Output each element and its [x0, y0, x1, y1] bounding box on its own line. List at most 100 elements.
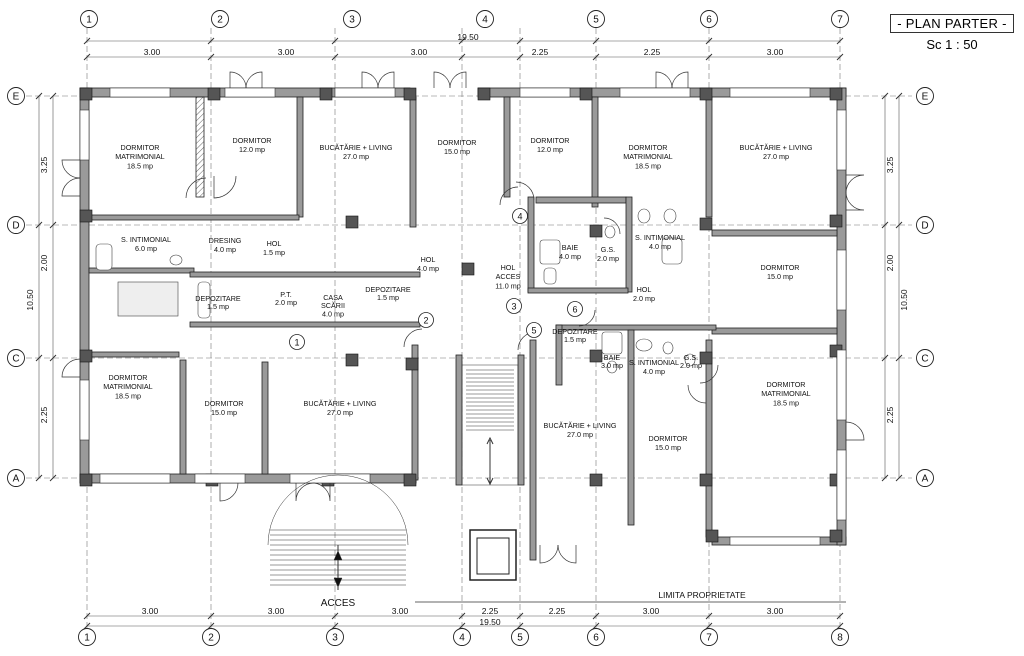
room-area: 4.0 mp	[214, 245, 236, 254]
room-area: 4.0 mp	[322, 309, 344, 318]
svg-text:D: D	[12, 221, 19, 232]
svg-text:8: 8	[837, 633, 843, 644]
room-name: P.T.	[280, 290, 291, 299]
axis-bubble-left: A	[7, 469, 25, 487]
room-area: 15.0 mp	[211, 408, 237, 417]
axis-bubble-right: C	[916, 349, 934, 367]
top-dimension: 2.25	[532, 47, 549, 57]
room-area: 27.0 mp	[567, 430, 593, 439]
room-name: DORMITOR	[205, 399, 244, 408]
room-name: SCĂRII	[321, 301, 345, 310]
axis-bubble-bottom: 8	[831, 628, 849, 646]
svg-text:5: 5	[593, 15, 599, 26]
axis-bubble-bottom: 4	[453, 628, 471, 646]
title-block: - PLAN PARTER - Sc 1 : 50	[890, 14, 1014, 58]
room-name: DORMITOR	[531, 136, 570, 145]
room-name: DORMITOR	[767, 380, 806, 389]
room-name: ACCES	[496, 272, 521, 281]
svg-text:2: 2	[423, 315, 428, 325]
room-area: 2.0 mp	[680, 361, 702, 370]
side-dimension-right: 3.25	[885, 156, 895, 173]
apartment-marker: 1	[289, 334, 305, 350]
room-area: 12.0 mp	[537, 145, 563, 154]
top-dimension: 3.00	[278, 47, 295, 57]
svg-text:A: A	[922, 474, 929, 485]
apartment-marker: 3	[506, 298, 522, 314]
svg-text:4: 4	[482, 15, 488, 26]
svg-text:C: C	[12, 354, 19, 365]
room-name: DRESING	[209, 236, 242, 245]
axis-bubble-top: 6	[700, 10, 718, 28]
axis-bubble-bottom: 7	[700, 628, 718, 646]
room-area: 4.0 mp	[649, 242, 671, 251]
axis-bubble-top: 7	[831, 10, 849, 28]
room-area: 18.5 mp	[635, 161, 661, 170]
room-area: 18.5 mp	[127, 161, 153, 170]
room-name: DEPOZITARE	[552, 327, 598, 336]
room-label: G.S.2.0 mp	[597, 245, 619, 263]
access-label: ACCES	[321, 598, 356, 609]
room-label: P.T.2.0 mp	[275, 290, 297, 307]
svg-text:C: C	[921, 354, 928, 365]
room-name: DORMITOR	[629, 143, 668, 152]
side-total-right: 10.50	[899, 289, 909, 311]
room-name: BUCĂTĂRIE + LIVING	[544, 421, 617, 430]
axis-bubble-right: E	[916, 87, 934, 105]
axis-bubble-top: 5	[587, 10, 605, 28]
room-area: 4.0 mp	[559, 252, 581, 261]
room-name: G.S.	[684, 353, 698, 362]
axis-bubble-top: 3	[343, 10, 361, 28]
room-name: DORMITOR	[121, 143, 160, 152]
svg-text:2: 2	[217, 15, 223, 26]
plan-title: - PLAN PARTER -	[890, 14, 1014, 33]
room-name: BAIE	[604, 353, 621, 362]
apartment-marker: 5	[526, 322, 542, 338]
top-dimension: 3.00	[411, 47, 428, 57]
room-area: 15.0 mp	[444, 147, 470, 156]
svg-text:6: 6	[593, 633, 599, 644]
axis-bubble-left: E	[7, 87, 25, 105]
svg-text:A: A	[13, 474, 20, 485]
room-name: G.S.	[601, 245, 615, 254]
walls	[79, 87, 847, 581]
svg-text:E: E	[922, 92, 929, 103]
svg-text:D: D	[921, 221, 928, 232]
axis-bubble-bottom: 2	[202, 628, 220, 646]
top-total-dimension: 19.50	[457, 32, 479, 42]
room-name: BUCĂTĂRIE + LIVING	[304, 399, 377, 408]
bottom-dimension: 2.25	[482, 606, 499, 616]
bottom-dimension: 3.00	[142, 606, 159, 616]
room-area: 1.5 mp	[564, 335, 586, 344]
bottom-dimension: 2.25	[549, 606, 566, 616]
room-name: HOL	[421, 255, 436, 264]
apartment-marker: 2	[418, 312, 434, 328]
bottom-total-dimension: 19.50	[479, 617, 501, 627]
side-dimension-left: 3.25	[39, 156, 49, 173]
room-area: 18.5 mp	[115, 391, 141, 400]
room-name: DEPOZITARE	[195, 294, 241, 303]
room-label: G.S.2.0 mp	[680, 353, 702, 370]
fixtures	[95, 208, 696, 374]
room-area: 2.0 mp	[275, 298, 297, 307]
top-dimension: 2.25	[644, 47, 661, 57]
side-dimension-left: 2.25	[39, 406, 49, 423]
